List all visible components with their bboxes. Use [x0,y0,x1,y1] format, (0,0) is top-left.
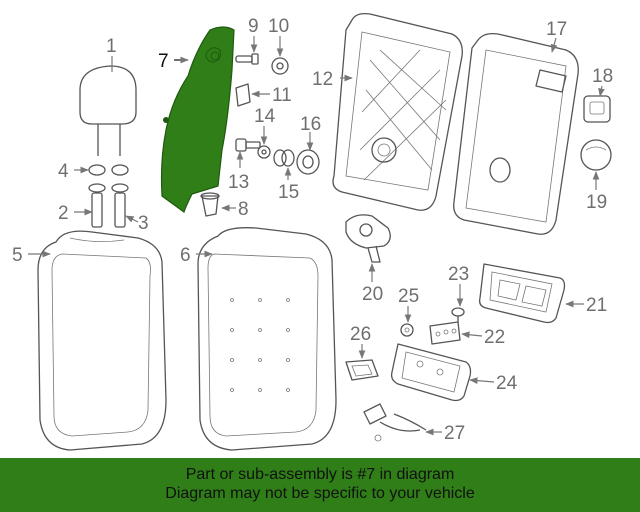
callout-20: 20 [362,284,383,305]
part-4-guides[interactable] [88,164,129,193]
part-14-washer[interactable] [257,145,271,159]
part-10-washer[interactable] [271,57,289,75]
callout-26: 26 [350,324,371,345]
part-15-bushing[interactable] [273,149,295,167]
part-13-bolt[interactable] [235,138,261,152]
part-6-seatback-frame[interactable] [197,227,337,451]
callout-12: 12 [312,69,333,90]
callout-3: 3 [138,213,149,234]
callout-23: 23 [448,264,469,285]
callout-19: 19 [586,192,607,213]
callout-18: 18 [592,66,613,87]
callout-9: 9 [248,16,259,37]
callout-13: 13 [228,172,249,193]
callout-10: 10 [268,16,289,37]
callout-11: 11 [272,85,292,106]
part-17-rear-panel[interactable] [453,32,579,235]
callout-numbers: 1 2 3 4 5 6 7 8 9 10 11 12 13 14 15 16 1… [12,16,613,444]
callout-5: 5 [12,245,23,266]
callout-27: 27 [444,423,465,444]
part-22-bracket[interactable] [429,321,461,345]
part-12-frame-panel[interactable] [332,12,463,211]
callout-7: 7 [158,51,169,72]
part-5-seatback-pad[interactable] [37,230,167,451]
banner-line-1: Part or sub-assembly is #7 in diagram [185,466,455,483]
part-7-highlighted[interactable] [160,26,235,213]
callout-14: 14 [254,106,276,127]
part-23-screw[interactable] [451,307,465,322]
part-9-bolt[interactable] [235,53,259,65]
callout-21: 21 [586,295,607,316]
part-2-3-posts[interactable] [91,192,126,228]
part-11-bracket[interactable] [235,83,251,107]
callout-25: 25 [398,286,419,307]
part-26-bracket[interactable] [345,359,379,381]
callout-24: 24 [496,373,518,394]
parts-diagram: 1 2 3 4 5 6 7 8 9 10 11 12 13 14 15 16 1… [12,12,613,451]
banner-line-2: Diagram may not be specific to your vehi… [165,485,475,502]
part-24-panel[interactable] [390,343,472,402]
part-27-cable[interactable] [363,403,427,442]
part-1-headrest[interactable] [79,65,137,156]
callout-4: 4 [58,161,69,182]
callout-22: 22 [484,327,505,348]
part-21-housing[interactable] [478,263,566,324]
callout-17: 17 [546,19,567,40]
part-18-latch-trim[interactable] [583,95,611,123]
part-19-cap[interactable] [580,139,612,171]
callout-6: 6 [180,245,191,266]
part-25-clip[interactable] [400,323,414,337]
callout-1: 1 [106,36,117,57]
part-20-latch[interactable] [345,214,391,263]
callout-8: 8 [238,199,249,220]
part-8-clip[interactable] [200,192,220,217]
info-banner: Part or sub-assembly is #7 in diagram Di… [0,458,640,512]
part-16-grommet[interactable] [296,149,320,175]
leader-lines [28,36,605,436]
callout-2: 2 [58,203,69,224]
callout-16: 16 [300,114,321,135]
callout-15: 15 [278,182,299,203]
